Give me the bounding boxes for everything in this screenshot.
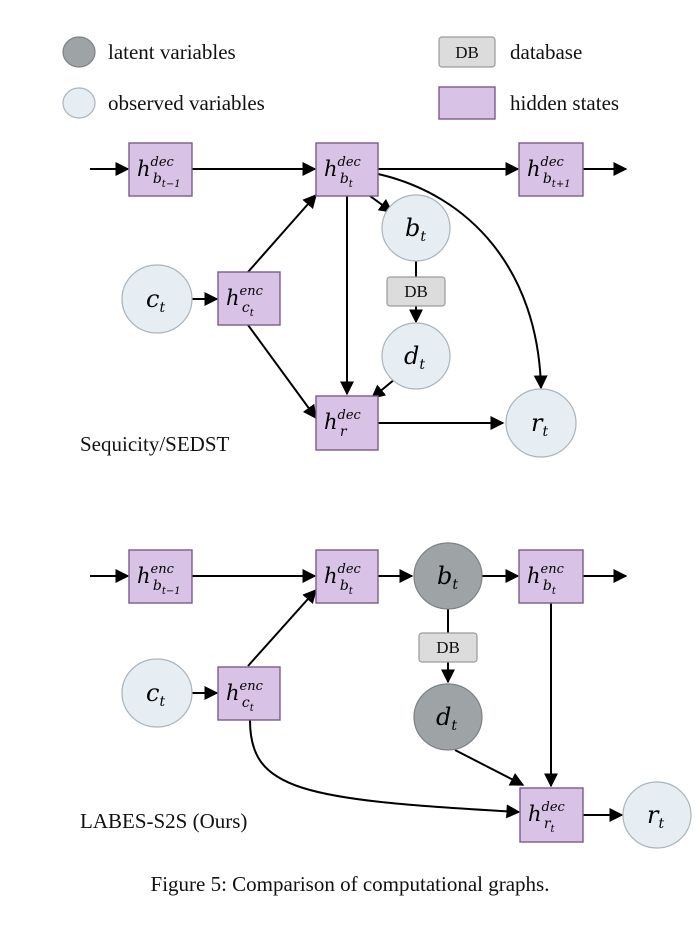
node-d-t-observed xyxy=(381,322,451,390)
edge-hb-rt-curve xyxy=(377,173,548,390)
node2-h-dec-b xyxy=(315,549,379,604)
legend-hidden-label: hidden states xyxy=(510,91,619,115)
figure-caption: Figure 5: Comparison of computational gr… xyxy=(151,872,550,896)
node2-h-enc-c xyxy=(217,666,281,721)
node2-db xyxy=(418,632,478,663)
legend-latent-swatch xyxy=(62,36,96,68)
legend-hidden-swatch xyxy=(438,86,496,120)
node-b-t-observed xyxy=(381,194,451,262)
node-h-dec-b-prev xyxy=(128,142,193,197)
node-h-dec-r xyxy=(315,395,379,451)
edge2-dt-hr xyxy=(454,749,525,786)
legend: latent variables observed variables DB d… xyxy=(62,36,619,120)
node2-r-t xyxy=(622,781,692,849)
edge2-hc-hb xyxy=(247,588,317,667)
edge2-hc-hr-curve xyxy=(249,719,521,819)
graph1-title: Sequicity/SEDST xyxy=(80,432,230,456)
node-h-dec-b xyxy=(315,142,379,197)
edge-hc-hb xyxy=(247,193,317,273)
legend-db-badge: DB xyxy=(455,43,479,62)
node-r-t-1 xyxy=(505,388,577,458)
node2-h-dec-r xyxy=(519,787,584,843)
node2-b-t-latent xyxy=(413,542,483,610)
legend-db-swatch xyxy=(438,36,496,68)
node-c-t xyxy=(121,264,193,334)
legend-observed-label: observed variables xyxy=(108,91,265,115)
node2-h-enc-b-prev xyxy=(128,549,193,604)
label-db-1: DB xyxy=(404,282,428,301)
edge-dt-hr xyxy=(370,378,396,399)
node2-d-t-latent xyxy=(413,683,483,751)
node-h-dec-b-next xyxy=(518,142,584,197)
edge-hc-hr xyxy=(247,324,317,420)
label2-db: DB xyxy=(436,638,460,657)
node2-c-t xyxy=(121,658,193,728)
node2-h-enc-b xyxy=(518,549,584,604)
node-db-1 xyxy=(386,276,446,307)
graph2-title: LABES-S2S (Ours) xyxy=(80,809,247,833)
legend-database-label: database xyxy=(510,40,582,64)
legend-observed-swatch xyxy=(62,87,96,119)
node-h-enc-c xyxy=(217,271,281,326)
legend-latent-label: latent variables xyxy=(108,40,236,64)
